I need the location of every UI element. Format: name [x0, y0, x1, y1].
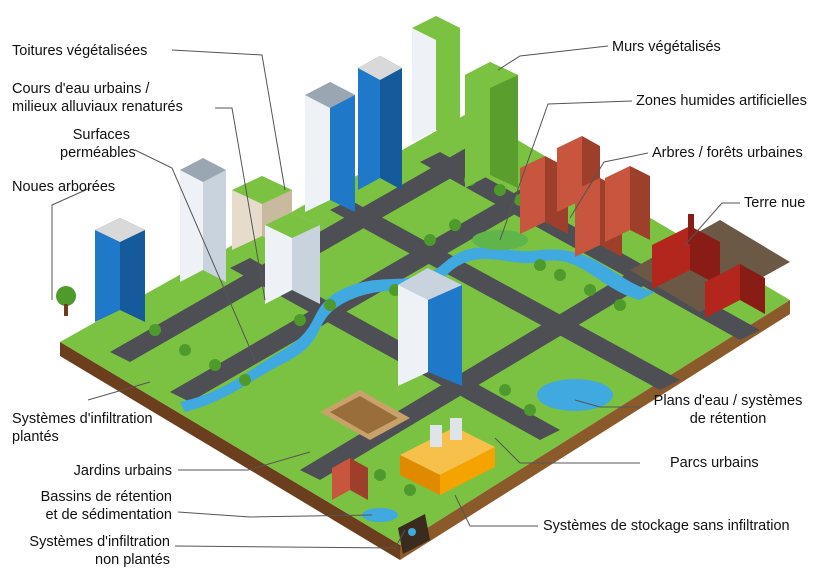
label-cours-eau-line1: Cours d'eau urbains /: [12, 80, 183, 98]
tower-green-roof: [412, 16, 460, 142]
label-parcs-urbains: Parcs urbains: [670, 454, 759, 472]
label-bassins-line2: et de sédimentation: [12, 506, 172, 524]
label-surfaces-line1: Surfaces: [60, 126, 130, 144]
label-stockage: Systèmes de stockage sans infiltration: [543, 517, 790, 535]
label-infiltration-non-line2: non plantés: [4, 551, 170, 569]
label-bassins: Bassins de rétention et de sédimentation: [12, 488, 172, 524]
label-terre-nue: Terre nue: [744, 194, 805, 212]
label-surfaces-permeables: Surfaces perméables: [60, 126, 130, 162]
label-surfaces-line2: perméables: [60, 144, 130, 162]
label-infiltration-plantes-line2: plantés: [12, 428, 153, 446]
tower-tall-blue: [358, 56, 402, 190]
label-infiltration-plantes: Systèmes d'infiltration plantés: [12, 410, 153, 446]
label-cours-eau: Cours d'eau urbains / milieux alluviaux …: [12, 80, 183, 116]
tower-center: [305, 82, 355, 212]
label-cours-eau-line2: milieux alluviaux renaturés: [12, 98, 183, 116]
label-plans-eau-line2: de rétention: [640, 410, 816, 428]
pond-park: [537, 379, 613, 411]
label-zones-humides: Zones humides artificielles: [636, 92, 807, 110]
label-arbres-forets: Arbres / forêts urbaines: [652, 144, 803, 162]
label-noues-arborees: Noues arborées: [12, 178, 115, 196]
tower-green-wall: [465, 62, 518, 188]
label-infiltration-plantes-line1: Systèmes d'infiltration: [12, 410, 153, 428]
label-bassins-line1: Bassins de rétention: [12, 488, 172, 506]
label-jardins-urbains: Jardins urbains: [20, 462, 172, 480]
label-murs-vegetalises: Murs végétalisés: [612, 38, 721, 56]
label-infiltration-non-line1: Systèmes d'infiltration: [4, 533, 170, 551]
label-toitures-vegetalisees: Toitures végétalisées: [12, 42, 147, 60]
tower-white-left: [180, 158, 226, 282]
label-infiltration-non-plantes: Systèmes d'infiltration non plantés: [4, 533, 170, 569]
label-plans-eau-line1: Plans d'eau / systèmes: [640, 392, 816, 410]
tower-left: [95, 218, 145, 322]
label-plans-eau: Plans d'eau / systèmes de rétention: [640, 392, 816, 428]
tower-central-blue: [398, 268, 462, 386]
